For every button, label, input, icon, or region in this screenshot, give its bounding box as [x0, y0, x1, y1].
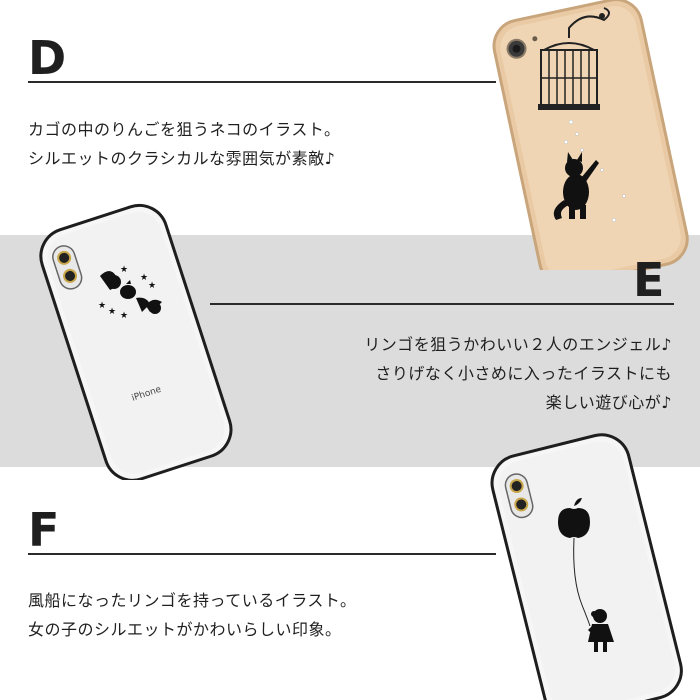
svg-text:★: ★: [140, 273, 148, 283]
svg-text:★: ★: [108, 307, 116, 317]
svg-text:★: ★: [98, 301, 106, 311]
section-e-line-3: 楽しい遊び心が♪: [545, 393, 672, 412]
section-f-line-2: 女の子のシルエットがかわいらしい印象。: [28, 620, 342, 639]
birdcage-icon: [538, 7, 610, 110]
apple-icon: [120, 285, 136, 299]
section-e-line-1: リンゴを狙うかわいい２人のエンジェル♪: [364, 335, 672, 354]
phone-case-f-image: [490, 433, 683, 700]
svg-text:★: ★: [120, 265, 128, 275]
section-f-description: 風船になったリンゴを持っているイラスト。 女の子のシルエットがかわいらしい印象。: [28, 586, 357, 644]
section-letter-e: E: [633, 253, 665, 307]
apple-balloon-icon: [558, 498, 590, 538]
section-f-line-1: 風船になったリンゴを持っているイラスト。: [28, 591, 357, 610]
angels-silhouette-icon: [100, 271, 162, 314]
section-e-rule: [210, 303, 674, 305]
section-d-description: カゴの中のりんごを狙うネコのイラスト。 シルエットのクラシカルな雰囲気が素敵♪: [28, 115, 341, 173]
section-d-line-1: カゴの中のりんごを狙うネコのイラスト。: [28, 120, 341, 139]
section-e-description: リンゴを狙うかわいい２人のエンジェル♪ さりげなく小さめに入ったイラストにも 楽…: [364, 330, 672, 417]
svg-text:★: ★: [120, 311, 128, 321]
phone-case-e-image: ★★★ ★★★ iPhone: [39, 203, 233, 480]
cat-silhouette-icon: [553, 152, 599, 220]
phone-case-d-image: [492, 0, 689, 270]
girl-silhouette-icon: [588, 609, 614, 652]
section-d-line-2: シルエットのクラシカルな雰囲気が素敵♪: [28, 149, 336, 168]
section-letter-f: F: [28, 503, 60, 557]
section-letter-d: D: [28, 31, 67, 85]
section-e-line-2: さりげなく小さめに入ったイラストにも: [375, 364, 672, 383]
section-d-rule: [28, 81, 496, 83]
section-f-rule: [28, 553, 496, 555]
svg-text:★: ★: [148, 281, 156, 291]
